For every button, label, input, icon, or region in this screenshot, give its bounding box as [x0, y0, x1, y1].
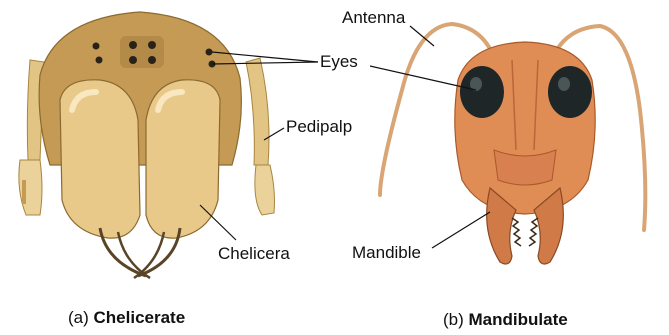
caption-mandibulate-name: Mandibulate	[469, 310, 568, 329]
caption-mandibulate: (b) Mandibulate	[443, 310, 568, 330]
label-mandible: Mandible	[352, 243, 421, 263]
ant-eye-left	[460, 66, 504, 118]
label-eyes: Eyes	[320, 52, 358, 72]
caption-mandibulate-prefix: (b)	[443, 310, 464, 329]
ant-eye-right	[548, 66, 592, 118]
label-pedipalp: Pedipalp	[286, 117, 352, 137]
caption-chelicerate-prefix: (a)	[68, 308, 89, 327]
label-antenna: Antenna	[342, 8, 405, 28]
leader-mandible	[432, 212, 490, 248]
chelicerate-illustration	[19, 12, 275, 278]
caption-chelicerate: (a) Chelicerate	[68, 308, 185, 328]
caption-chelicerate-name: Chelicerate	[94, 308, 186, 327]
mandibulate-illustration	[380, 24, 645, 264]
label-chelicera: Chelicera	[218, 244, 290, 264]
